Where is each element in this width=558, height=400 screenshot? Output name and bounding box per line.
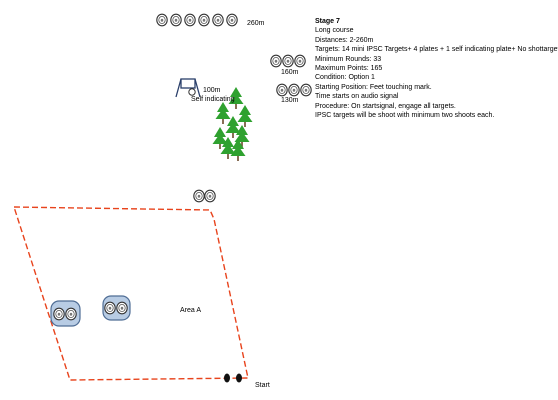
info-line: Starting Position: Feet touching mark. bbox=[315, 83, 432, 91]
targets-260m bbox=[156, 13, 238, 27]
start-footprints bbox=[224, 373, 242, 383]
info-line: Condition: Option 1 bbox=[315, 74, 375, 82]
area-a-boundary bbox=[13, 206, 249, 381]
barrel-left bbox=[50, 300, 81, 327]
info-line: Procedure: On startsignal, engage all ta… bbox=[315, 102, 456, 110]
barrel-right bbox=[102, 295, 131, 321]
info-line: Time starts on audio signal bbox=[315, 93, 399, 101]
label-100m: 100m bbox=[203, 87, 221, 94]
stage-title: Stage 7 bbox=[315, 18, 340, 25]
info-line: Long course bbox=[315, 27, 354, 35]
info-line: IPSC targets will be shoot with minimum … bbox=[315, 112, 495, 120]
targets-130m bbox=[276, 83, 312, 97]
stage-info: Stage 7 Long course Distances: 2-260m Ta… bbox=[315, 17, 558, 120]
info-line: Minimum Rounds: 33 bbox=[315, 55, 382, 63]
plates-near-area bbox=[193, 189, 216, 203]
info-line: Targets: 14 mini IPSC Targets+ 4 plates … bbox=[315, 46, 558, 54]
label-start: Start bbox=[255, 382, 270, 389]
info-line: Distances: 2-260m bbox=[315, 36, 374, 44]
label-self-indicating: Self indicating bbox=[191, 96, 235, 103]
label-area-a: Area A bbox=[180, 307, 202, 314]
label-260m: 260m bbox=[247, 20, 265, 27]
self-indicating-plate bbox=[175, 78, 201, 98]
label-130m: 130m bbox=[281, 97, 299, 104]
targets-160m bbox=[270, 54, 306, 68]
label-160m: 160m bbox=[281, 69, 299, 76]
info-line: Maximum Points: 165 bbox=[315, 65, 383, 73]
